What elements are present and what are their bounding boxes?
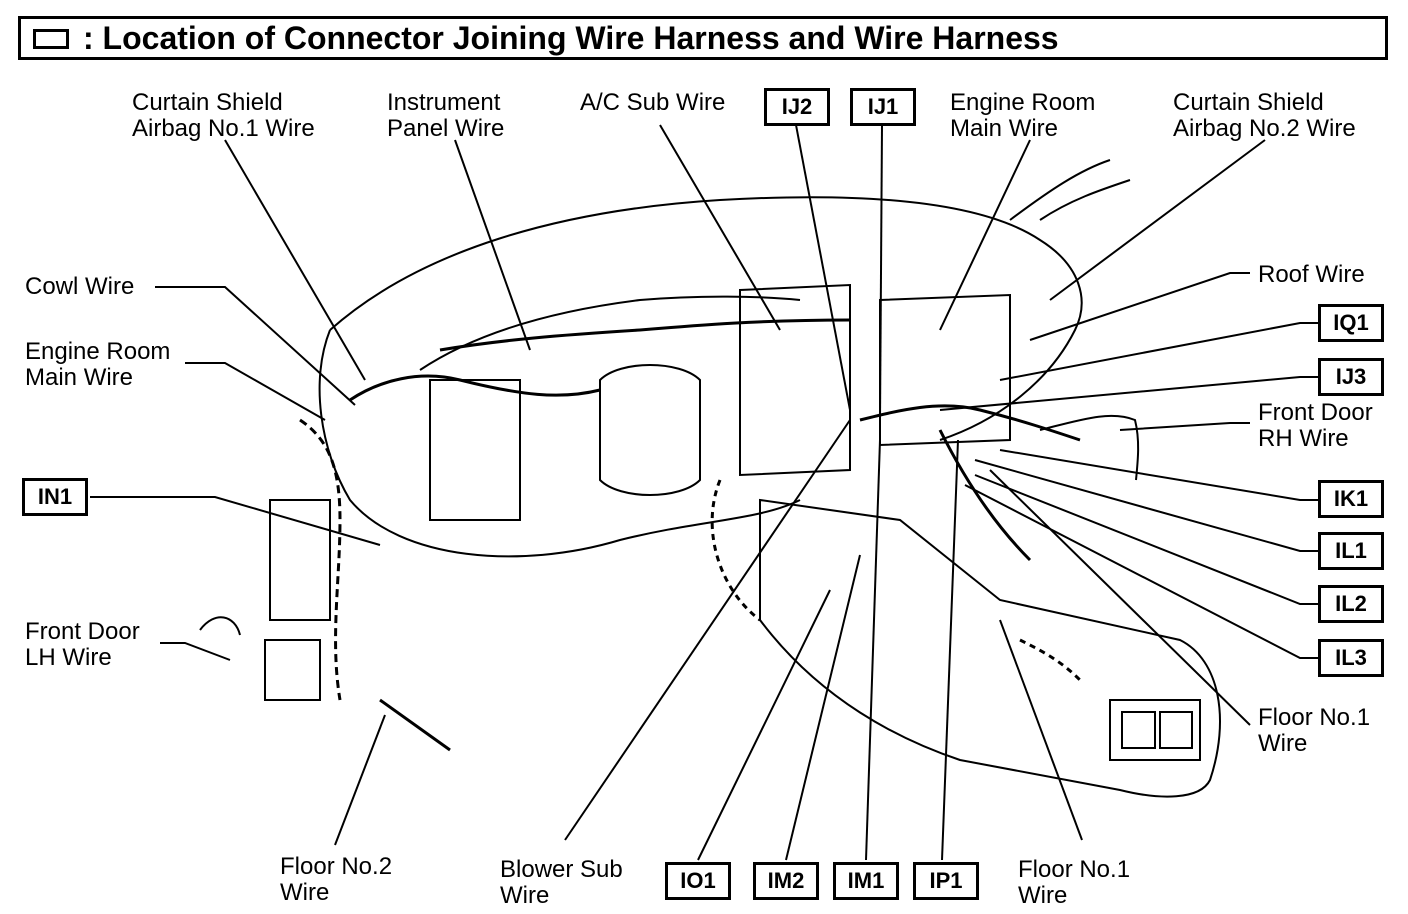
front-door-rh-wire-label: Front Door RH Wire bbox=[1258, 399, 1373, 452]
leader-lines bbox=[90, 124, 1318, 861]
page-title: : Location of Connector Joining Wire Har… bbox=[83, 20, 1059, 56]
engine-room-main-wire-label-top: Engine Room Main Wire bbox=[950, 89, 1096, 142]
connector-legend-square-icon bbox=[33, 29, 69, 49]
connector-box-ij1: IJ1 bbox=[850, 88, 916, 126]
floor-no1-wire-label-right: Floor No.1 Wire bbox=[1258, 704, 1371, 757]
legend-header: : Location of Connector Joining Wire Har… bbox=[18, 16, 1388, 60]
curtain-shield-airbag-no2-wire-label: Curtain Shield Airbag No.2 Wire bbox=[1173, 89, 1356, 142]
roof-wire-label: Roof Wire bbox=[1258, 261, 1365, 288]
cowl-wire-label: Cowl Wire bbox=[25, 273, 135, 300]
curtain-shield-airbag-no1-wire-label: Curtain Shield Airbag No.1 Wire bbox=[132, 89, 315, 142]
blower-sub-wire-label: Blower Sub Wire bbox=[500, 856, 623, 909]
floor-no1-wire-label-bottom: Floor No.1 Wire bbox=[1018, 856, 1131, 909]
instrument-panel-wire-label: Instrument Panel Wire bbox=[387, 89, 505, 142]
connector-box-ij2: IJ2 bbox=[764, 88, 830, 126]
connector-box-il1: IL1 bbox=[1318, 532, 1384, 570]
connector-box-ip1: IP1 bbox=[913, 862, 979, 900]
connector-box-in1: IN1 bbox=[22, 478, 88, 516]
connector-box-io1: IO1 bbox=[665, 862, 731, 900]
front-door-lh-wire-label: Front Door LH Wire bbox=[25, 618, 140, 671]
connector-box-il3: IL3 bbox=[1318, 639, 1384, 677]
connector-box-il2: IL2 bbox=[1318, 585, 1384, 623]
connector-box-ij3: IJ3 bbox=[1318, 358, 1384, 396]
connector-box-iq1: IQ1 bbox=[1318, 304, 1384, 342]
connector-box-ik1: IK1 bbox=[1318, 480, 1384, 518]
engine-room-main-wire-label-left: Engine Room Main Wire bbox=[25, 338, 171, 391]
connector-box-im1: IM1 bbox=[833, 862, 899, 900]
floor-no2-wire-label: Floor No.2 Wire bbox=[280, 853, 393, 906]
ac-sub-wire-label: A/C Sub Wire bbox=[580, 89, 726, 116]
dashboard-outline bbox=[199, 159, 1221, 798]
connector-box-im2: IM2 bbox=[753, 862, 819, 900]
